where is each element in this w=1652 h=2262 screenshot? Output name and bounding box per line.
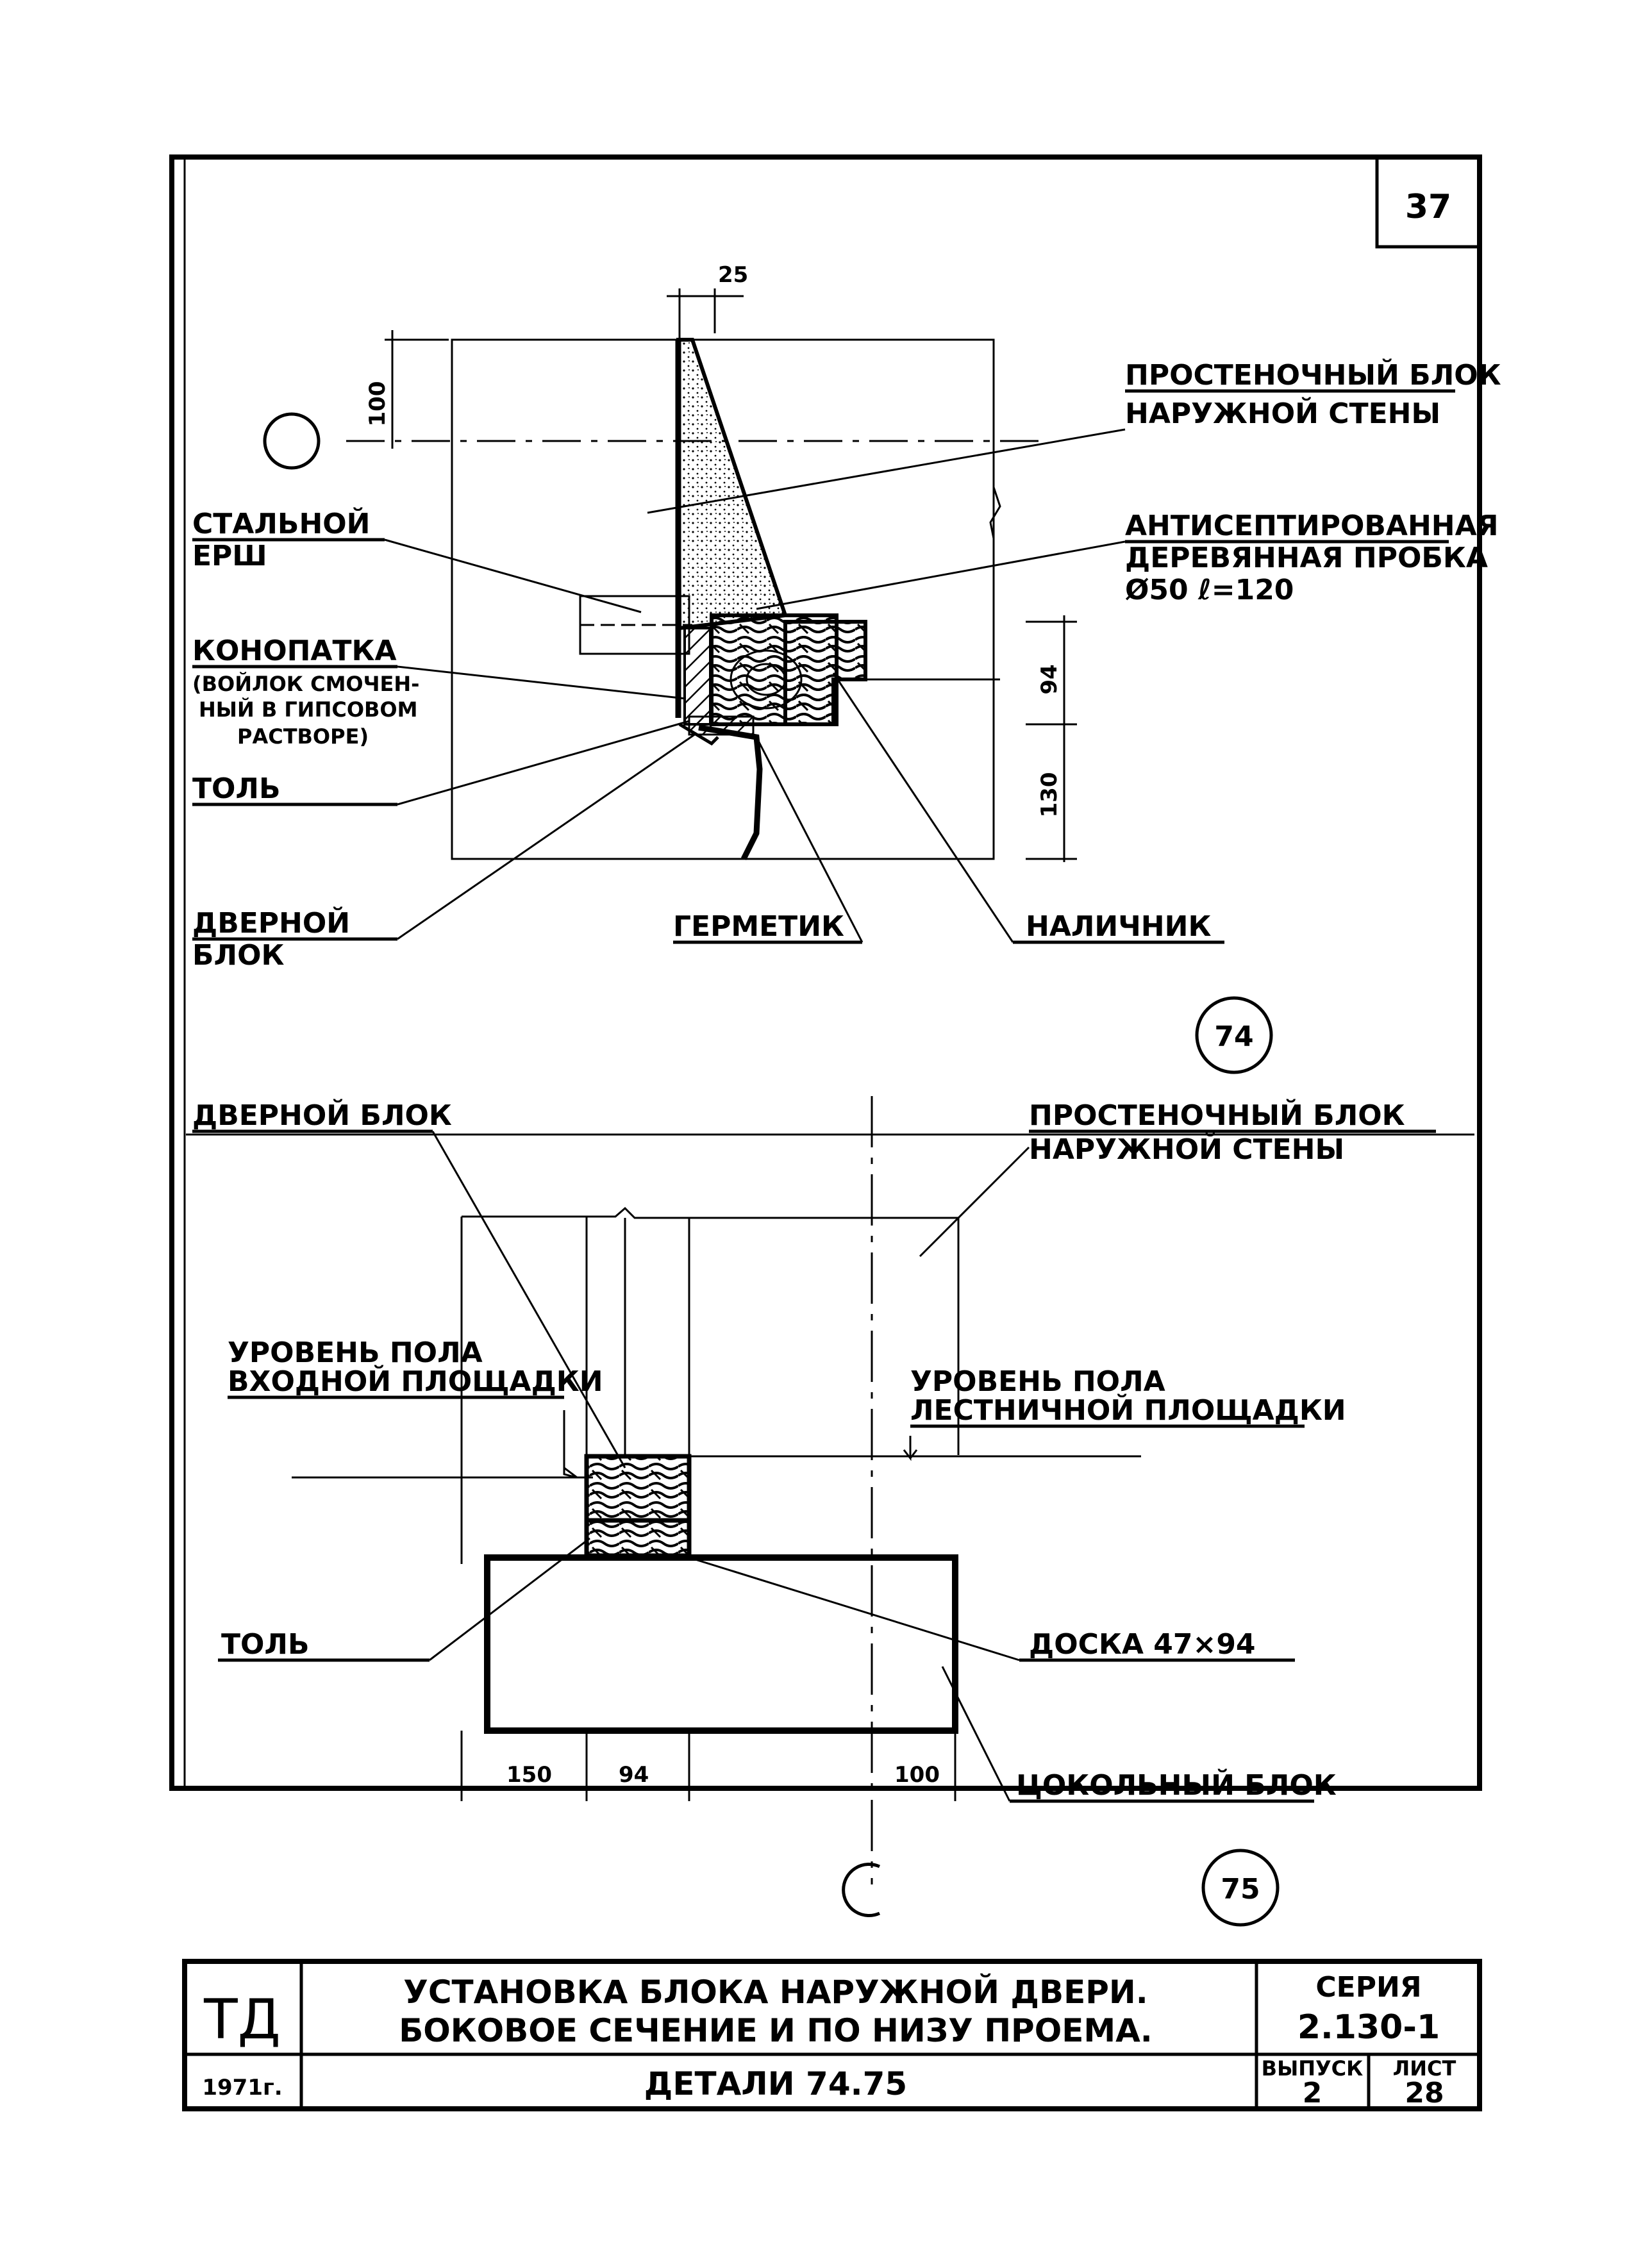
detail-74: 25 100 94 130 ПРОСТЕНОЧНЫЙ БЛОК НАРУЖНОЙ… [192, 262, 1501, 1074]
seriya-value: 2.130-1 [1297, 2008, 1440, 2047]
label-prost-75-1: ПРОСТЕНОЧНЫЙ БЛОК [1029, 1098, 1405, 1132]
list-value: 28 [1405, 2077, 1444, 2109]
sealant [688, 715, 755, 736]
detail-75-mark [1201, 1849, 1280, 1927]
label-anti-3: Ø50 ℓ=120 [1125, 574, 1294, 606]
label-kon-1: КОНОПАТКА [192, 635, 397, 667]
label-doska: ДОСКА 47×94 [1029, 1628, 1256, 1661]
label-ur-lest-2: ЛЕСТНИЧНОЙ ПЛОЩАДКИ [910, 1393, 1346, 1427]
dim-100: 100 [365, 381, 390, 427]
wall-block-section [676, 338, 788, 631]
title-code: ТД [203, 1988, 281, 2052]
axis-bubble-74 [263, 412, 321, 470]
architrave [783, 620, 867, 726]
sheet-number: 37 [1405, 188, 1451, 226]
label-nalichnik: НАЛИЧНИК [1026, 910, 1211, 943]
label-anti-1: АНТИСЕПТИРОВАННАЯ [1125, 510, 1499, 542]
label-dver-75: ДВЕРНОЙ БЛОК [192, 1098, 452, 1132]
label-ur-vh-1: УРОВЕНЬ ПОЛА [228, 1336, 483, 1369]
label-prost-74-2: НАРУЖНОЙ СТЕНЫ [1125, 396, 1440, 430]
dim-130: 130 [1037, 772, 1062, 818]
seriya-label: СЕРИЯ [1315, 1971, 1421, 2004]
label-prost-74-1: ПРОСТЕНОЧНЫЙ БЛОК [1125, 358, 1501, 392]
board-47x94 [584, 1518, 692, 1558]
dim-100-75: 100 [894, 1762, 940, 1788]
label-kon-4: РАСТВОРЕ) [237, 724, 369, 749]
label-cokol: ЦОКОЛЬНЫЙ БЛОК [1016, 1768, 1337, 1802]
label-tol-75: ТОЛЬ [221, 1628, 310, 1661]
label-germetik: ГЕРМЕТИК [673, 910, 844, 943]
sheet-number-box: 37 [1375, 155, 1481, 249]
door-block-75 [584, 1454, 692, 1523]
label-stal-1: СТАЛЬНОЙ [192, 506, 371, 540]
list-label: ЛИСТ [1393, 2056, 1456, 2081]
detail-75: 150 94 100 ДВЕРНОЙ БЛОК ПРОСТЕНОЧНЫЙ БЛО… [186, 1096, 1474, 1927]
caulking [683, 627, 712, 726]
label-dver-74-1: ДВЕРНОЙ [192, 906, 350, 940]
label-prost-75-2: НАРУЖНОЙ СТЕНЫ [1029, 1132, 1344, 1166]
svg-text:74: 74 [1214, 1020, 1253, 1053]
label-anti-2: ДЕРЕВЯННАЯ ПРОБКА [1125, 542, 1488, 574]
title-subtitle: ДЕТАЛИ 74.75 [644, 2065, 907, 2102]
axis-bubble-75 [842, 1863, 881, 1917]
title-block: ТД 1971г. УСТАНОВКА БЛОКА НАРУЖНОЙ ДВЕРИ… [182, 1959, 1482, 2111]
sheet-frame [169, 154, 1482, 1791]
wall-outline-74 [451, 338, 995, 860]
detail-74-mark [1195, 996, 1273, 1074]
label-kon-2: (ВОЙЛОК СМОЧЕН- [192, 672, 419, 696]
label-tol-74: ТОЛЬ [192, 772, 281, 805]
label-dver-74-2: БЛОК [192, 939, 284, 972]
label-kon-3: НЫЙ В ГИПСОВОМ [199, 697, 417, 722]
title-line-1: УСТАНОВКА БЛОКА НАРУЖНОЙ ДВЕРИ. [403, 1973, 1147, 2011]
label-ur-vh-2: ВХОДНОЙ ПЛОЩАДКИ [228, 1364, 603, 1398]
title-line-2: БОКОВОЕ СЕЧЕНИЕ И ПО НИЗУ ПРОЕМА. [399, 2012, 1153, 2049]
door-block-profile [698, 724, 763, 861]
svg-text:75: 75 [1221, 1873, 1260, 1906]
vypusk-label: ВЫПУСК [1262, 2056, 1364, 2081]
dim-94-75: 94 [619, 1762, 649, 1788]
wall-outline-75 [462, 1206, 960, 1455]
dim-25: 25 [718, 262, 748, 288]
vypusk-value: 2 [1303, 2077, 1322, 2109]
dim-94: 94 [1037, 664, 1062, 694]
plinth-block [484, 1554, 958, 1734]
title-year: 1971г. [202, 2075, 282, 2100]
label-stal-2: ЕРШ [192, 540, 267, 572]
label-ur-lest-1: УРОВЕНЬ ПОЛА [910, 1365, 1165, 1398]
dim-150: 150 [506, 1762, 552, 1788]
